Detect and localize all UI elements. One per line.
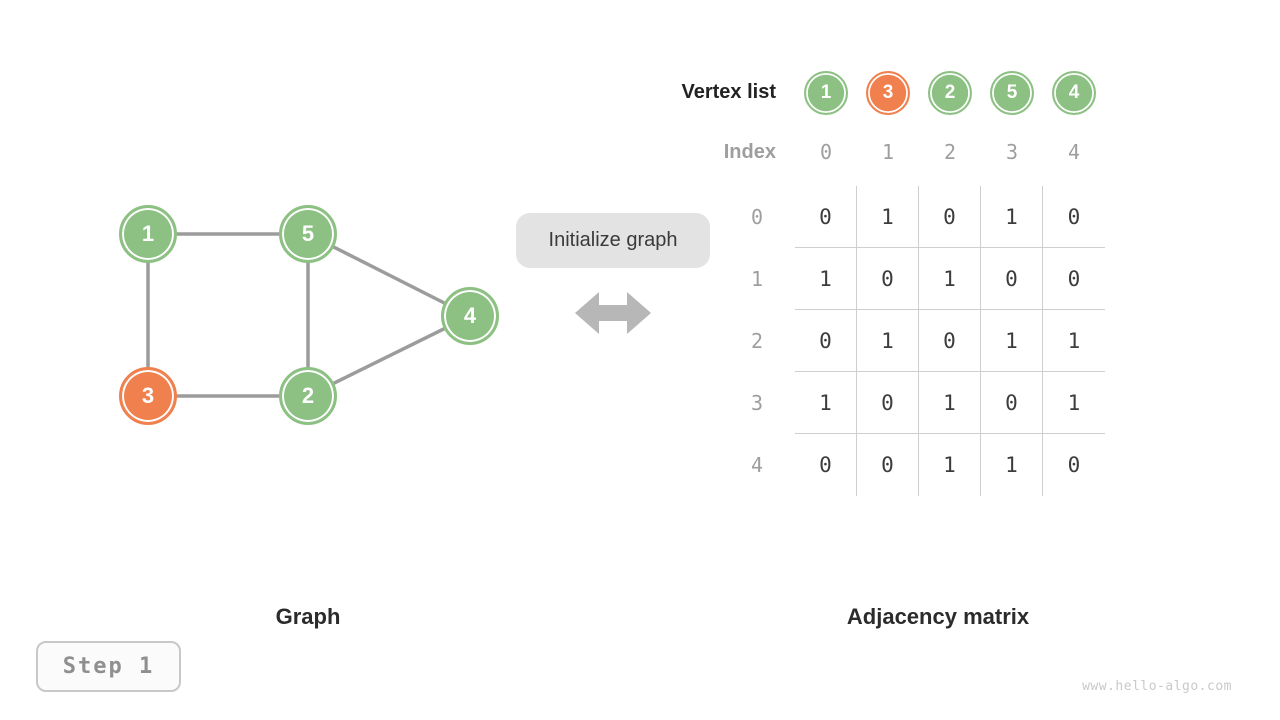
matrix-cell-4-4: 0 xyxy=(1067,453,1081,477)
index-label: Index xyxy=(723,141,776,163)
matrix-cell-2-4: 1 xyxy=(1043,310,1105,372)
index-value: 2 xyxy=(943,140,957,164)
matrix-cell-0-2: 0 xyxy=(919,186,981,248)
matrix-row-label: 1 xyxy=(750,267,764,291)
matrix-cell-4-3: 1 xyxy=(981,434,1043,496)
matrix-cell-3-4: 1 xyxy=(1043,372,1105,434)
matrix-cell-4-1: 0 xyxy=(857,434,919,496)
matrix-cell-1-4: 0 xyxy=(1043,248,1105,310)
index-value: 1 xyxy=(881,140,895,164)
matrix-row-label: 2 xyxy=(750,329,764,353)
matrix-cell-0-3: 1 xyxy=(981,186,1043,248)
matrix-cell-1-1: 0 xyxy=(857,248,919,310)
matrix-cell-1-2: 1 xyxy=(919,248,981,310)
matrix-cell-1-3: 0 xyxy=(981,248,1043,310)
matrix-cell-3-2: 1 xyxy=(919,372,981,434)
double-arrow-icon xyxy=(575,292,651,334)
graph-edges xyxy=(146,232,471,398)
index-value: 0 xyxy=(819,140,833,164)
graph-edge-2-4 xyxy=(307,314,471,398)
watermark: www.hello-algo.com xyxy=(1082,679,1232,694)
vertex-circle-5: 5 xyxy=(990,71,1034,115)
matrix-cell-0-4: 0 xyxy=(1043,186,1105,248)
matrix-row-labels: 0 1 2 3 4 xyxy=(735,186,779,496)
matrix-caption: Adjacency matrix xyxy=(846,604,1030,629)
graph-node-2: 2 xyxy=(279,367,337,425)
matrix-cell-3-1: 0 xyxy=(857,372,919,434)
graph-caption: Graph xyxy=(275,604,341,629)
matrix-row-label: 0 xyxy=(750,205,764,229)
vertex-circle-2: 2 xyxy=(928,71,972,115)
matrix-cell-2-3: 1 xyxy=(981,310,1043,372)
matrix-row-label: 4 xyxy=(750,453,764,477)
graph-node-4: 4 xyxy=(441,287,499,345)
matrix-cell-2-0: 0 xyxy=(795,310,857,372)
initialize-graph-label: Initialize graph xyxy=(516,213,710,268)
graph-node-3: 3 xyxy=(119,367,177,425)
matrix-cell-4-2: 1 xyxy=(919,434,981,496)
matrix-cell-2-2: 0 xyxy=(919,310,981,372)
index-value: 4 xyxy=(1067,140,1081,164)
index-row: 0 1 2 3 4 xyxy=(795,131,1105,173)
matrix-cell-3-0: 1 xyxy=(795,372,857,434)
matrix-cell-0-1: 1 xyxy=(857,186,919,248)
vertex-circle-3: 3 xyxy=(866,71,910,115)
matrix-cell-4-0: 0 xyxy=(795,434,857,496)
matrix-cell-1-0: 1 xyxy=(795,248,857,310)
matrix-cell-2-1: 1 xyxy=(857,310,919,372)
step-badge: Step 1 xyxy=(36,641,181,692)
vertex-circle-4: 4 xyxy=(1052,71,1096,115)
matrix-cell-3-3: 0 xyxy=(981,372,1043,434)
vertex-circle-1: 1 xyxy=(804,71,848,115)
graph-node-1: 1 xyxy=(119,205,177,263)
vertex-list-label: Vertex list xyxy=(681,81,776,103)
graph-node-5: 5 xyxy=(279,205,337,263)
matrix-cell-0-0: 0 xyxy=(795,186,857,248)
index-value: 3 xyxy=(1005,140,1019,164)
matrix-row-label: 3 xyxy=(750,391,764,415)
